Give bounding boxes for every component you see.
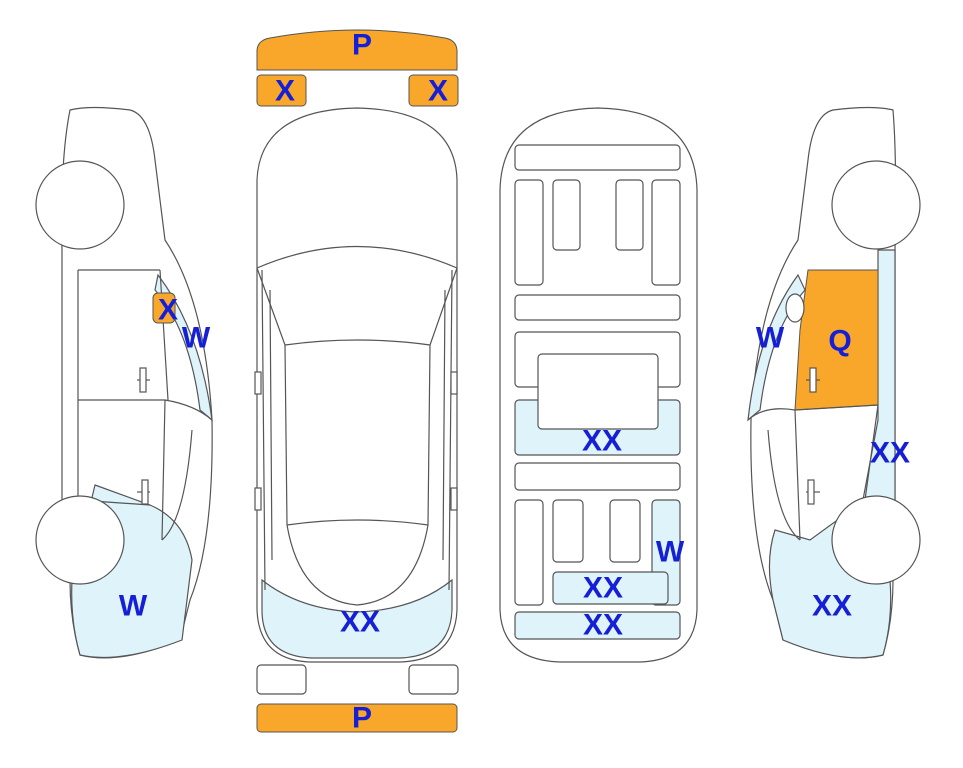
left-front-glass-label: X [158,294,178,327]
top-left-handle-rear [254,487,262,511]
right-rear-door-label: Q [828,325,851,358]
left-door-handle-rear [137,479,150,505]
interior-right-panel-label: W [656,536,685,569]
interior-dash [514,144,681,171]
roof-rear-panel [261,578,453,659]
interior-middle-label: XX [582,425,622,458]
interior-front-right-seat [615,179,644,251]
interior-rear-bar [514,462,681,491]
rear-bumper-damage [256,703,458,733]
right-door-lines [747,404,879,541]
right-door-handle-rear [806,479,820,505]
front-left-lamp-damage [256,74,307,107]
right-side-view: W Q XX XX [747,106,921,659]
top-right-handle-rear [450,487,458,511]
top-right-handle-front [450,371,458,395]
right-front-wheel [831,160,921,250]
interior-front-left-seat [552,179,581,251]
interior-rear-1-label: XX [583,572,623,605]
interior-rear-panel-2 [514,611,681,640]
top-windshield [256,245,458,346]
top-view-body [256,107,458,663]
left-rear-wheel [35,495,125,585]
left-front-glass-damage [152,292,176,324]
right-rear-wheel [831,495,921,585]
top-view: P X X XX P [254,29,459,735]
interior-view: XX W XX XX [499,107,698,663]
left-door-lines [77,269,213,541]
interior-rear-right-seat [609,499,641,563]
left-rear-quarter-label: W [119,590,148,623]
top-roof [284,344,431,606]
interior-rear-left-door [514,499,544,606]
left-side-view: X W W [35,106,213,659]
interior-front-right-door [651,179,681,286]
interior-rear-left-seat [552,499,584,563]
interior-console [537,353,659,430]
left-window-label: W [182,322,211,355]
left-front-wheel [35,160,125,250]
left-door-handle-front [137,367,150,393]
interior-rear-panel-1 [552,571,669,605]
rear-right-lamp [408,664,459,695]
front-left-lamp-label: X [275,75,295,108]
front-bumper-damage [256,29,458,71]
interior-floor-bar [514,294,681,321]
front-right-lamp-label: X [428,75,448,108]
right-door-handle-front [806,367,820,393]
right-mirror [785,293,805,323]
right-window-label: W [756,322,785,355]
rear-bumper-label: P [352,702,372,735]
top-side-lines [261,269,453,591]
rear-left-lamp [256,664,307,695]
right-pillar-label: XX [870,437,910,470]
top-left-handle-front [254,371,262,395]
interior-rear-2-label: XX [583,609,623,642]
right-rear-quarter-label: XX [812,590,852,623]
roof-rear-panel-label: XX [340,606,380,639]
front-bumper-label: P [352,29,372,62]
interior-front-left-door [514,179,544,286]
front-right-lamp-damage [408,74,459,107]
